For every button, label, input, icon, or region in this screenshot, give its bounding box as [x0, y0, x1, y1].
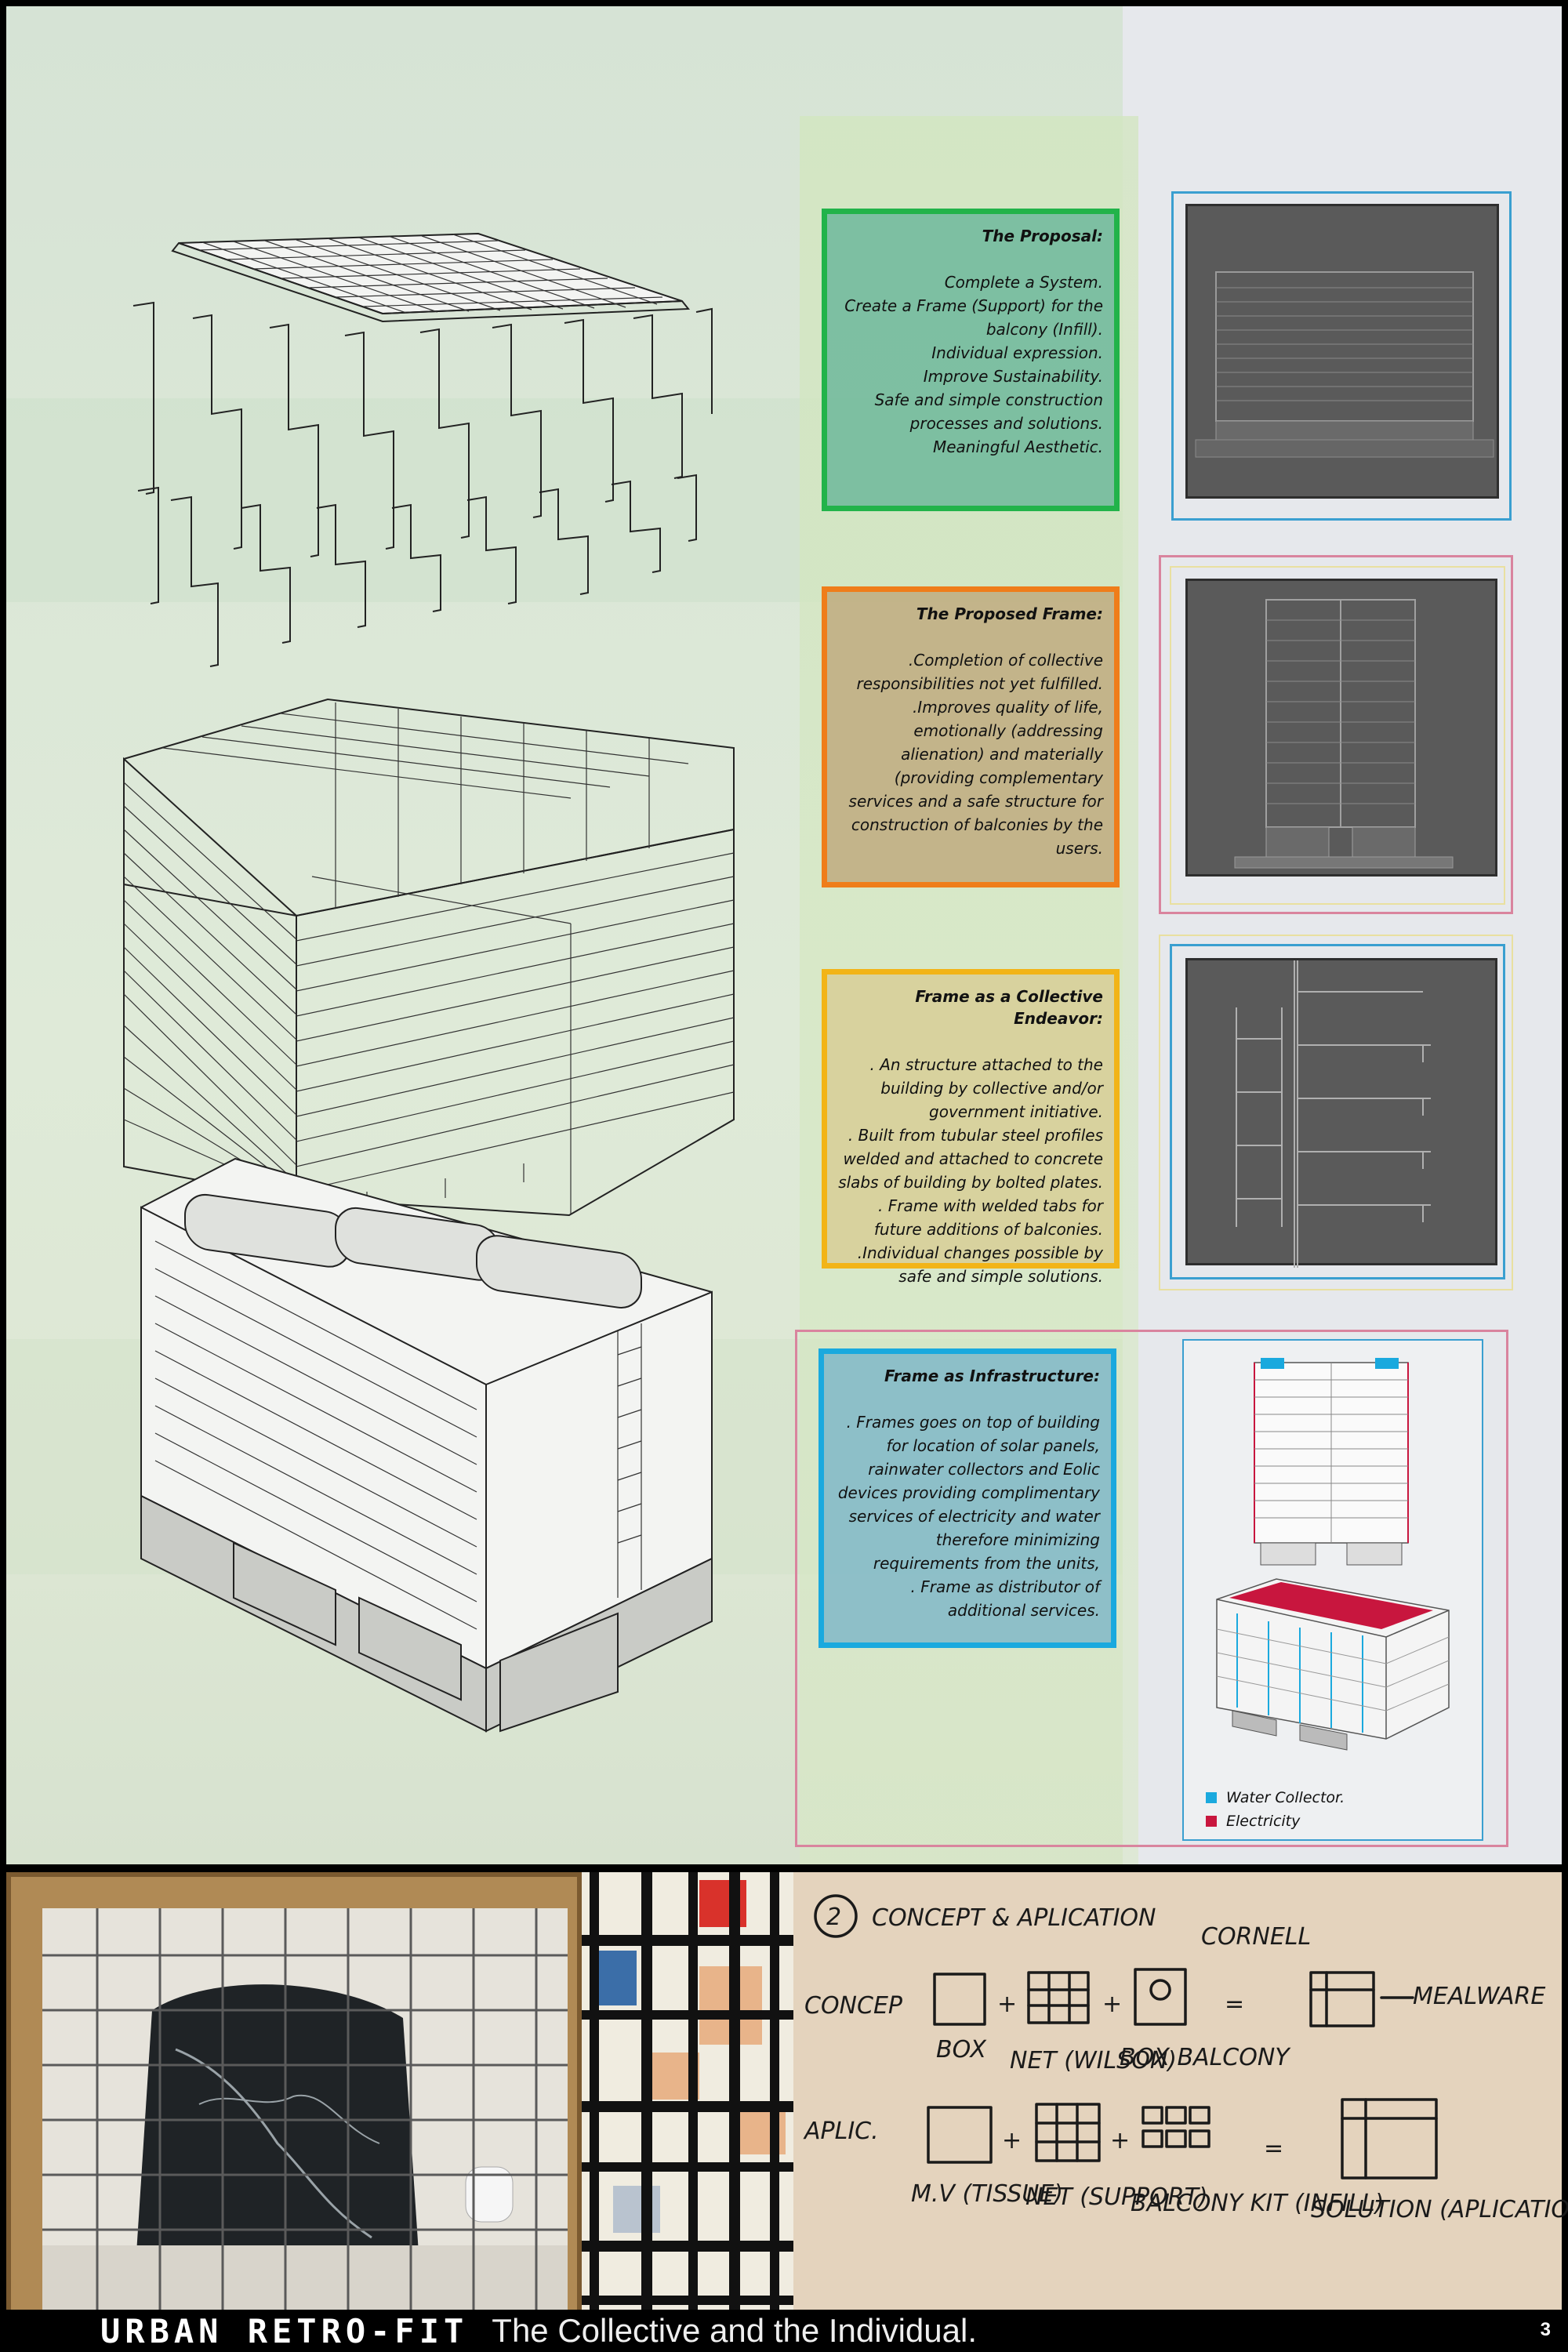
window-grid — [154, 1240, 642, 1630]
sketch-term-balcony-kit: BALCONY KIT (INFILL) — [1131, 2190, 1384, 2217]
sketch-heading-number: 2 — [826, 1904, 841, 1931]
exploded-axonometric-drawing — [123, 232, 735, 1733]
legend-item-electricity: Electricity — [1206, 1809, 1345, 1833]
roof-grid-panel — [171, 232, 691, 323]
sketch-term-cornell: CORNELL — [1201, 1923, 1311, 1951]
proposal-body: Complete a System. Create a Frame (Suppo… — [844, 273, 1103, 456]
upper-board: The Proposal: Complete a System. Create … — [6, 6, 1562, 1864]
page-number: 3 — [1540, 2319, 1551, 2340]
frame-columns-lower — [137, 474, 697, 667]
infrastructure-body: . Frames goes on top of building for loc… — [837, 1413, 1100, 1620]
legend-swatch-electricity — [1206, 1816, 1217, 1827]
front-elevation-drawing — [1195, 271, 1494, 458]
sketch-term-box-balcony: BOX BALCONY — [1120, 2044, 1291, 2071]
infrastructure-card: Frame as Infrastructure: . Frames goes o… — [818, 1348, 1116, 1648]
concept-sketch-drawing: 2 CONCEPT & APLICATION CORNELL CONCEP + … — [803, 1894, 1568, 2223]
side-elevation-drawing — [1234, 599, 1454, 869]
svg-text:=: = — [1264, 2135, 1283, 2162]
collective-endeavor-card: Frame as a Collective Endeavor: . An str… — [822, 969, 1120, 1286]
svg-text:=: = — [1225, 1991, 1244, 2018]
grid-painting — [582, 1872, 793, 2335]
concept-sketch: 2 CONCEPT & APLICATION CORNELL CONCEP + … — [793, 1872, 1568, 2335]
box-model-photo — [42, 1908, 568, 2316]
detail-frame — [1170, 944, 1505, 1279]
legend-swatch-water — [1206, 1792, 1217, 1803]
sketch-row2-result: SOLUTION (APLICATION) — [1311, 2196, 1568, 2223]
reference-images-band: 2 CONCEPT & APLICATION CORNELL CONCEP + … — [0, 1866, 1568, 2346]
box-model-drawing — [42, 1908, 568, 2316]
proposal-title: The Proposal: — [982, 227, 1103, 245]
poster-title: URBAN RETRO-FIT — [100, 2311, 469, 2350]
proposal-card: The Proposal: Complete a System. Create … — [822, 209, 1120, 511]
svg-text:+: + — [997, 1991, 1017, 2018]
legend-item-water: Water Collector. — [1206, 1786, 1345, 1809]
svg-text:+: + — [1110, 2127, 1130, 2154]
sketch-term-mv: M.V (TISSUE) — [911, 2180, 1063, 2208]
section-detail-panel — [1185, 958, 1497, 1268]
elevation-frame — [1171, 191, 1512, 521]
sketch-heading: CONCEPT & APLICATION — [872, 1904, 1156, 1932]
svg-text:+: + — [1102, 1991, 1122, 2018]
sketch-row1-label: CONCEP — [804, 1992, 903, 2020]
poster-subtitle: The Collective and the Individual. — [492, 2312, 977, 2349]
steel-frame-structure — [123, 698, 735, 1221]
sketch-row2-label: APLIC. — [803, 2118, 879, 2145]
sketch-term-net-support: NET (SUPPORT) — [1025, 2183, 1208, 2211]
frame-columns-upper — [132, 301, 713, 557]
svg-text:+: + — [1002, 2127, 1022, 2154]
section-frame — [1159, 555, 1513, 914]
section-frame-yellow — [1170, 566, 1505, 905]
side-elevation-panel — [1185, 579, 1497, 877]
front-elevation-panel — [1185, 204, 1499, 499]
original-building-block — [140, 1157, 713, 1733]
legend-label-electricity: Electricity — [1226, 1813, 1301, 1830]
legend-label-water: Water Collector. — [1226, 1789, 1345, 1806]
infrastructure-frame — [795, 1330, 1508, 1847]
proposed-frame-title: The Proposed Frame: — [916, 604, 1103, 623]
detail-frame-yellow — [1159, 935, 1513, 1290]
infrastructure-axonometric — [1216, 1578, 1450, 1751]
box-model-frame — [6, 1872, 582, 2335]
sketch-term-net: NET (WILSON) — [1010, 2047, 1177, 2074]
section-detail-drawing — [1236, 960, 1431, 1268]
title-bar: URBAN RETRO-FIT The Collective and the I… — [0, 2310, 1568, 2352]
collective-endeavor-title: Frame as a Collective Endeavor: — [915, 987, 1103, 1028]
grid-painting-drawing — [582, 1872, 793, 2335]
infrastructure-drawings — [1216, 1358, 1450, 1751]
collective-endeavor-body: . An structure attached to the building … — [838, 1055, 1103, 1286]
infrastructure-elevation — [1254, 1358, 1409, 1566]
infrastructure-legend: Water Collector. Electricity — [1206, 1786, 1345, 1833]
proposed-frame-body: .Completion of collective responsibiliti… — [848, 651, 1103, 858]
rooftop-tanks — [184, 1193, 642, 1308]
infrastructure-title: Frame as Infrastructure: — [884, 1367, 1100, 1385]
proposed-frame-card: The Proposed Frame: .Completion of colle… — [822, 586, 1120, 887]
sketch-term-box: BOX — [936, 2036, 987, 2063]
sketch-row1-result: MEALWARE — [1413, 1983, 1545, 2010]
